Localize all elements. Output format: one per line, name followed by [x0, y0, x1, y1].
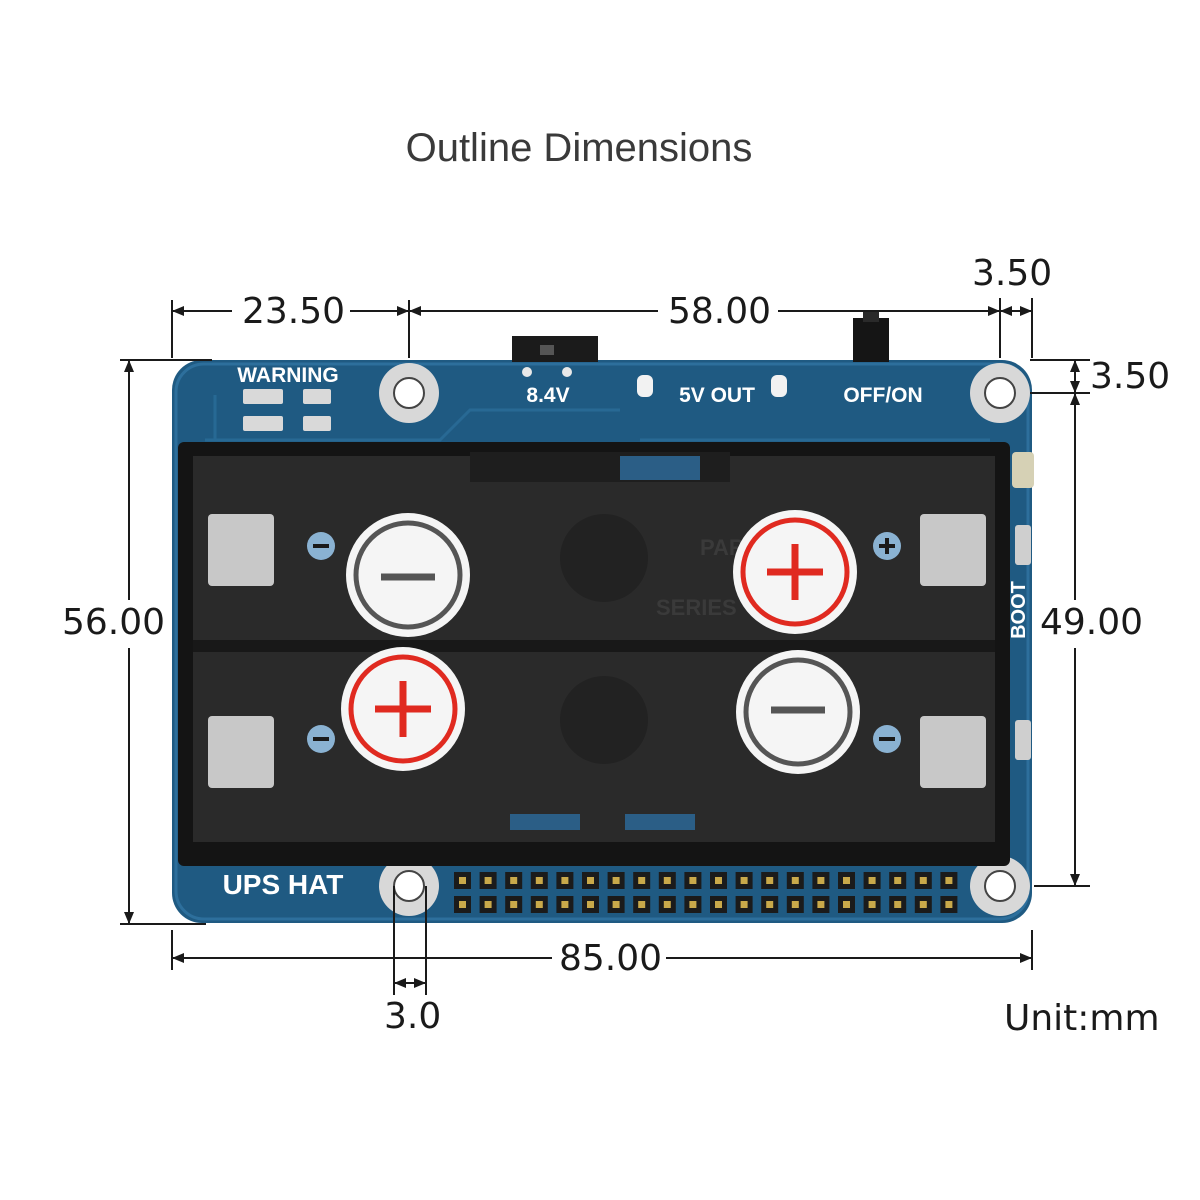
switch-label: OFF/ON — [843, 384, 922, 407]
contact-bottom-right — [920, 716, 986, 788]
minus-sticker-bottom-right — [736, 650, 860, 774]
warning-label: WARNING — [237, 364, 339, 387]
gpio-pin-tip — [945, 877, 953, 884]
gpio-pin-tip — [535, 901, 543, 908]
gpio-pin-tip — [894, 877, 902, 884]
gpio-pin-tip — [766, 877, 774, 884]
dimension-lines — [120, 298, 1090, 995]
dim-right-edge-offset: 3.50 — [972, 253, 1053, 294]
product-label: UPS HAT — [223, 869, 344, 900]
gpio-pin-tip — [535, 877, 543, 884]
gpio-pin-tip — [791, 877, 799, 884]
mount-hole-bottom-right — [970, 856, 1030, 916]
gpio-pin-tip — [740, 901, 748, 908]
gpio-pin-tip — [459, 901, 466, 908]
voltage-label: 8.4V — [526, 384, 569, 407]
gpio-pin-tip — [945, 901, 953, 908]
gpio-pin-tip — [817, 877, 825, 884]
side-switch-low — [1015, 720, 1031, 760]
unit-label: Unit:mm — [1004, 998, 1160, 1039]
contact-top-left — [208, 514, 274, 586]
minus-sticker-top-left — [346, 513, 470, 637]
gpio-pin-tip — [740, 877, 748, 884]
gpio-pin-tip — [638, 877, 646, 884]
plus-sticker-bottom-left — [341, 647, 465, 771]
dim-mount-spacing-vertical: 49.00 — [1040, 602, 1144, 643]
gpio-pin-tip — [561, 877, 569, 884]
gpio-pin-tip — [663, 901, 671, 908]
gpio-pin-tip — [459, 877, 466, 884]
contact-top-right — [920, 514, 986, 586]
series-text: SERIES — [656, 595, 737, 620]
gpio-pin-tip — [843, 877, 850, 884]
output-label: 5V OUT — [679, 384, 755, 407]
gpio-pin-tip — [843, 901, 850, 908]
gpio-pin-tip — [484, 901, 492, 908]
gpio-pin-tip — [612, 901, 620, 908]
gpio-pin-tip — [510, 901, 518, 908]
gpio-pin-tip — [663, 877, 671, 884]
gpio-pin-tip — [510, 877, 518, 884]
gpio-pin-tip — [689, 901, 697, 908]
dim-board-height: 56.00 — [62, 602, 166, 643]
ups-hat-board: WARNING 8.4V 5V OUT OFF/ON UPS HAT BOOT — [172, 312, 1034, 923]
gpio-pin-tip — [919, 877, 927, 884]
gpio-pin-tip — [791, 901, 799, 908]
plus-sticker-top-right — [733, 510, 857, 634]
gpio-pin-tip — [587, 901, 594, 908]
gpio-pin-tip — [868, 901, 876, 908]
mount-hole-top-right — [970, 363, 1030, 423]
gpio-pin-tip — [561, 901, 569, 908]
gpio-pin-tip — [689, 877, 697, 884]
dim-board-width: 85.00 — [559, 938, 663, 979]
mount-hole-top-left — [379, 363, 439, 423]
power-switch — [853, 312, 889, 362]
gpio-pin-tip — [638, 901, 646, 908]
gpio-pin-tip — [612, 877, 620, 884]
gpio-pin-tip — [817, 901, 825, 908]
gpio-pin-tip — [766, 901, 774, 908]
warning-leds — [243, 389, 331, 431]
diagram-title: Outline Dimensions — [405, 126, 753, 170]
dim-mount-spacing-horizontal: 58.00 — [668, 291, 772, 332]
gpio-pin-tip — [715, 901, 722, 908]
gpio-pin-tip — [484, 877, 492, 884]
charge-connector — [512, 336, 598, 377]
contact-bottom-left — [208, 716, 274, 788]
dim-top-edge-offset: 3.50 — [1090, 356, 1171, 397]
gpio-pin-tip — [919, 901, 927, 908]
gpio-pin-tip — [894, 901, 902, 908]
led-left — [637, 375, 653, 397]
side-switch-top — [1012, 452, 1034, 488]
boot-label: BOOT — [1008, 581, 1030, 639]
gpio-header — [454, 872, 958, 913]
battery-holder: PARAL SERIES — [178, 442, 1010, 866]
gpio-pin-tip — [587, 877, 594, 884]
dim-mount-hole-diameter: 3.0 — [384, 996, 442, 1037]
side-switch-mid — [1015, 525, 1031, 565]
led-right — [771, 375, 787, 397]
gpio-pin-tip — [868, 877, 876, 884]
gpio-pin-tip — [715, 877, 722, 884]
dim-left-mount-offset: 23.50 — [242, 291, 346, 332]
